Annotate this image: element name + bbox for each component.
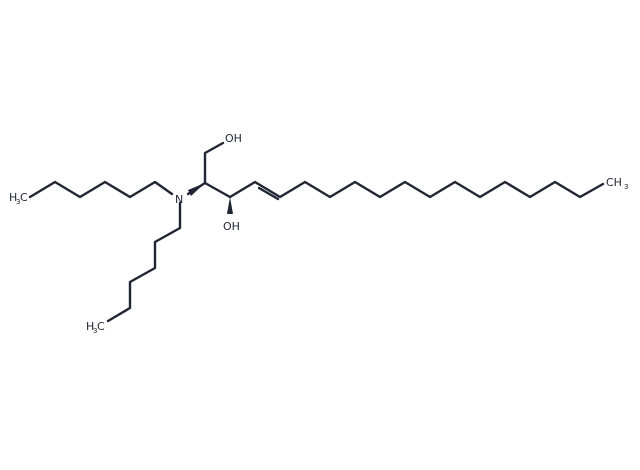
svg-text:3: 3: [93, 327, 97, 335]
lower-hexyl-chain: [106, 201, 182, 323]
upper-hexyl-chain: [28, 180, 174, 199]
trans-double-bond-inner: [257, 186, 280, 201]
oh-label-top: OH: [225, 132, 242, 145]
nitrogen-label: N: [175, 193, 183, 206]
stereo-wedge-c3: [227, 197, 233, 214]
methyl-label-lower: H 3 C: [86, 320, 105, 335]
svg-text:C: C: [97, 320, 105, 333]
svg-text:CH: CH: [606, 176, 622, 189]
svg-text:C: C: [20, 191, 28, 204]
svg-text:3: 3: [16, 198, 20, 206]
svg-text:H: H: [86, 320, 94, 333]
methyl-label-left: H 3 C: [9, 191, 28, 206]
svg-text:H: H: [9, 191, 17, 204]
stereo-wedge-c2: [188, 183, 205, 196]
methyl-label-right: CH 3: [606, 176, 628, 191]
svg-text:3: 3: [624, 183, 628, 191]
oh-label-bottom: OH: [223, 220, 240, 233]
sphingoid-backbone: [186, 141, 605, 201]
